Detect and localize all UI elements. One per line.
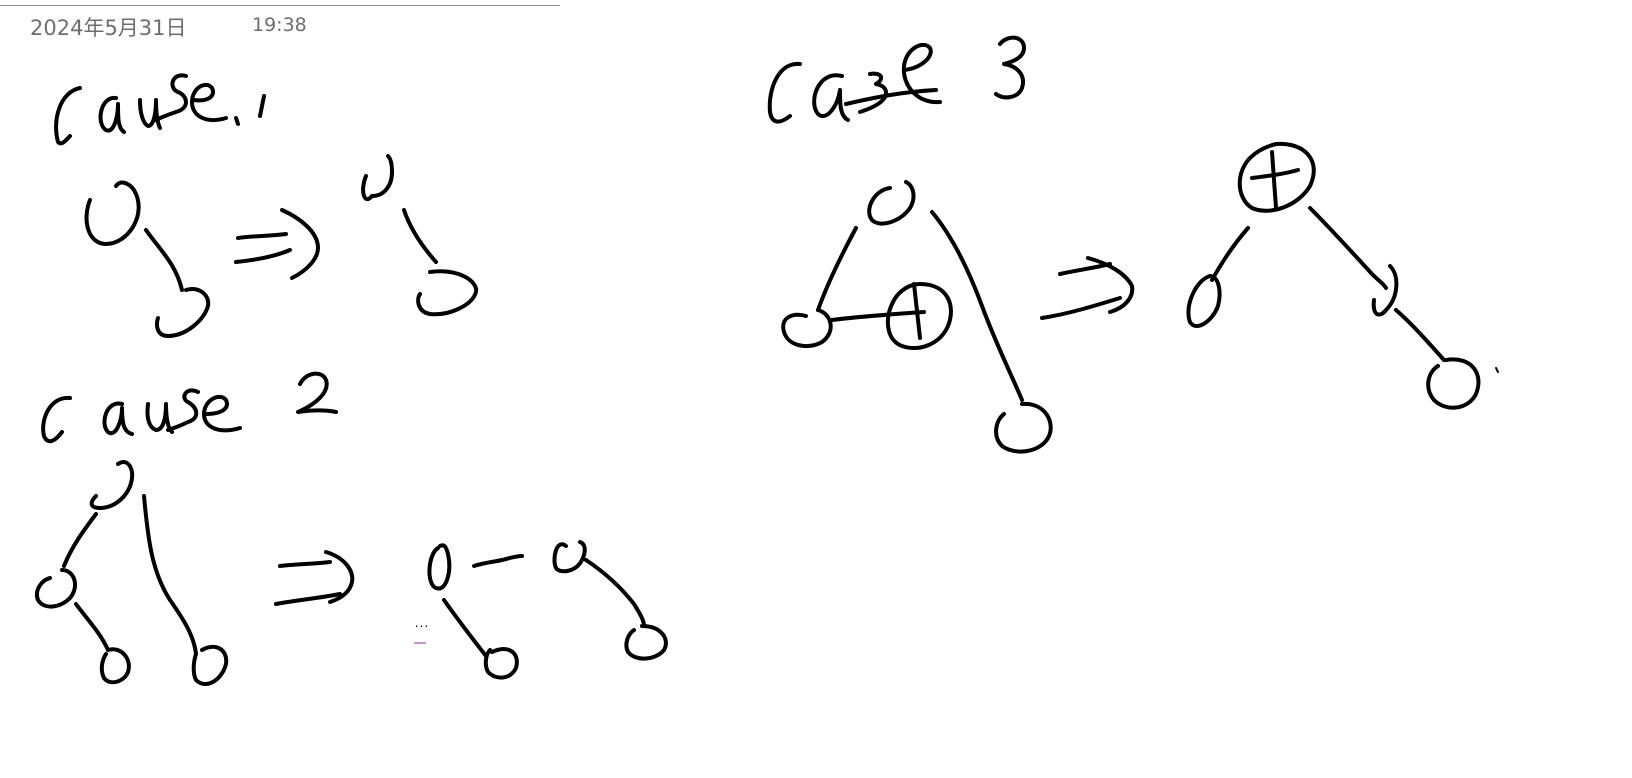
ink-heading-case1[interactable] xyxy=(54,73,266,146)
arrow-case3[interactable] xyxy=(1040,256,1135,320)
ink-heading-case3[interactable] xyxy=(767,35,1026,124)
ink-heading-case2[interactable] xyxy=(41,371,338,444)
diagram-case3-before[interactable] xyxy=(781,180,1053,454)
note-date: 2024年5月31日 xyxy=(30,16,187,40)
note-title-divider xyxy=(0,5,560,6)
diagram-case1[interactable] xyxy=(84,154,479,338)
ellipsis-icon[interactable]: ... xyxy=(414,616,430,644)
note-time: 19:38 xyxy=(252,14,307,36)
diagram-case2[interactable] xyxy=(35,460,668,686)
diagram-case3-after[interactable] xyxy=(1186,141,1499,410)
